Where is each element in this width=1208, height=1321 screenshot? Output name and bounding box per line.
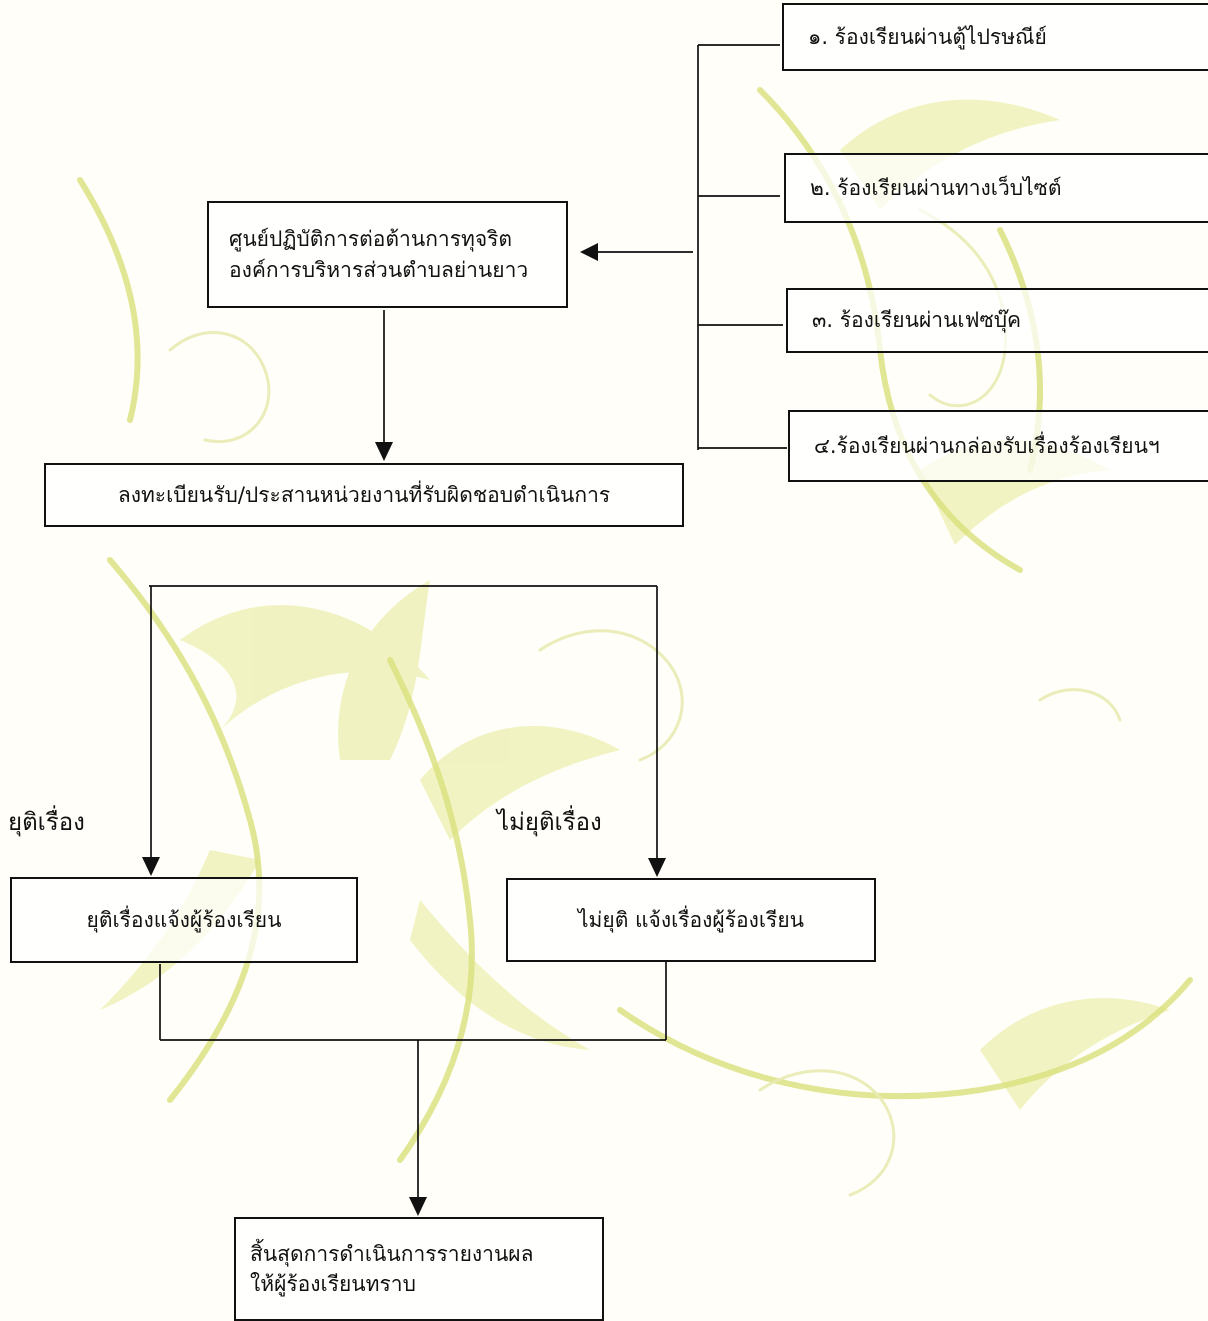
- channel-box-facebook: ๓. ร้องเรียนผ่านเฟซบุ๊ค: [786, 288, 1208, 353]
- outcome-label-unresolved: ไม่ยุติ แจ้งเรื่องผู้ร้องเรียน: [577, 907, 804, 932]
- final-line-2: ให้ผู้ร้องเรียนทราบ: [250, 1272, 416, 1296]
- final-line-1: สิ้นสุดการดำเนินการรายงานผล: [250, 1241, 534, 1266]
- channel-box-website: ๒. ร้องเรียนผ่านทางเว็บไซต์: [784, 153, 1208, 223]
- arrowhead-icon: [409, 1197, 427, 1216]
- arrowhead-icon: [375, 442, 393, 461]
- outcome-label-resolved: ยุติเรื่องแจ้งผู้ร้องเรียน: [86, 907, 282, 932]
- final-box: สิ้นสุดการดำเนินการรายงานผล ให้ผู้ร้องเร…: [234, 1217, 604, 1321]
- channel-box-complaint-box: ๔.ร้องเรียนผ่านกล่องรับเรื่องร้องเรียนฯ: [788, 410, 1208, 482]
- register-label: ลงทะเบียนรับ/ประสานหน่วยงานที่รับผิดชอบด…: [117, 482, 611, 507]
- right-branch-label: ไม่ยุติเรื่อง: [497, 808, 602, 836]
- channel-label-website: ๒. ร้องเรียนผ่านทางเว็บไซต์: [810, 175, 1062, 200]
- arrowhead-icon: [142, 857, 160, 876]
- channel-box-post: ๑. ร้องเรียนผ่านตู้ไปรษณีย์: [782, 3, 1208, 71]
- left-branch-label: ยุติเรื่อง: [8, 808, 85, 836]
- outcome-box-resolved: ยุติเรื่องแจ้งผู้ร้องเรียน: [10, 877, 358, 963]
- outcome-box-unresolved: ไม่ยุติ แจ้งเรื่องผู้ร้องเรียน: [506, 878, 876, 962]
- register-box: ลงทะเบียนรับ/ประสานหน่วยงานที่รับผิดชอบด…: [44, 463, 684, 527]
- channel-label-facebook: ๓. ร้องเรียนผ่านเฟซบุ๊ค: [812, 308, 1022, 333]
- arrowhead-icon: [580, 243, 598, 261]
- channel-label-complaint-box: ๔.ร้องเรียนผ่านกล่องรับเรื่องร้องเรียนฯ: [814, 433, 1160, 458]
- anti-corruption-center-box: ศูนย์ปฏิบัติการต่อต้านการทุจริต องค์การบ…: [207, 201, 568, 308]
- center-line-2: องค์การบริหารส่วนตำบลย่านยาว: [229, 257, 529, 282]
- arrowhead-icon: [648, 858, 666, 877]
- center-line-1: ศูนย์ปฏิบัติการต่อต้านการทุจริต: [229, 227, 513, 252]
- channel-label-post: ๑. ร้องเรียนผ่านตู้ไปรษณีย์: [808, 24, 1047, 49]
